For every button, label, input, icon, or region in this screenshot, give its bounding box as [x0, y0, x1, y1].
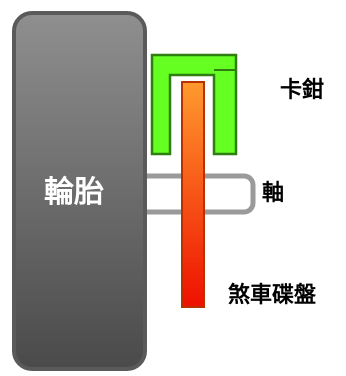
brake-disc-shape	[181, 81, 205, 308]
tire-label: 輪胎	[44, 175, 104, 210]
brake-disc-label: 煞車碟盤	[228, 283, 317, 308]
axle-label: 軸	[262, 181, 285, 206]
caliper-label: 卡鉗	[280, 78, 325, 103]
tire-shape	[12, 11, 147, 371]
caliper-shape	[150, 53, 238, 156]
